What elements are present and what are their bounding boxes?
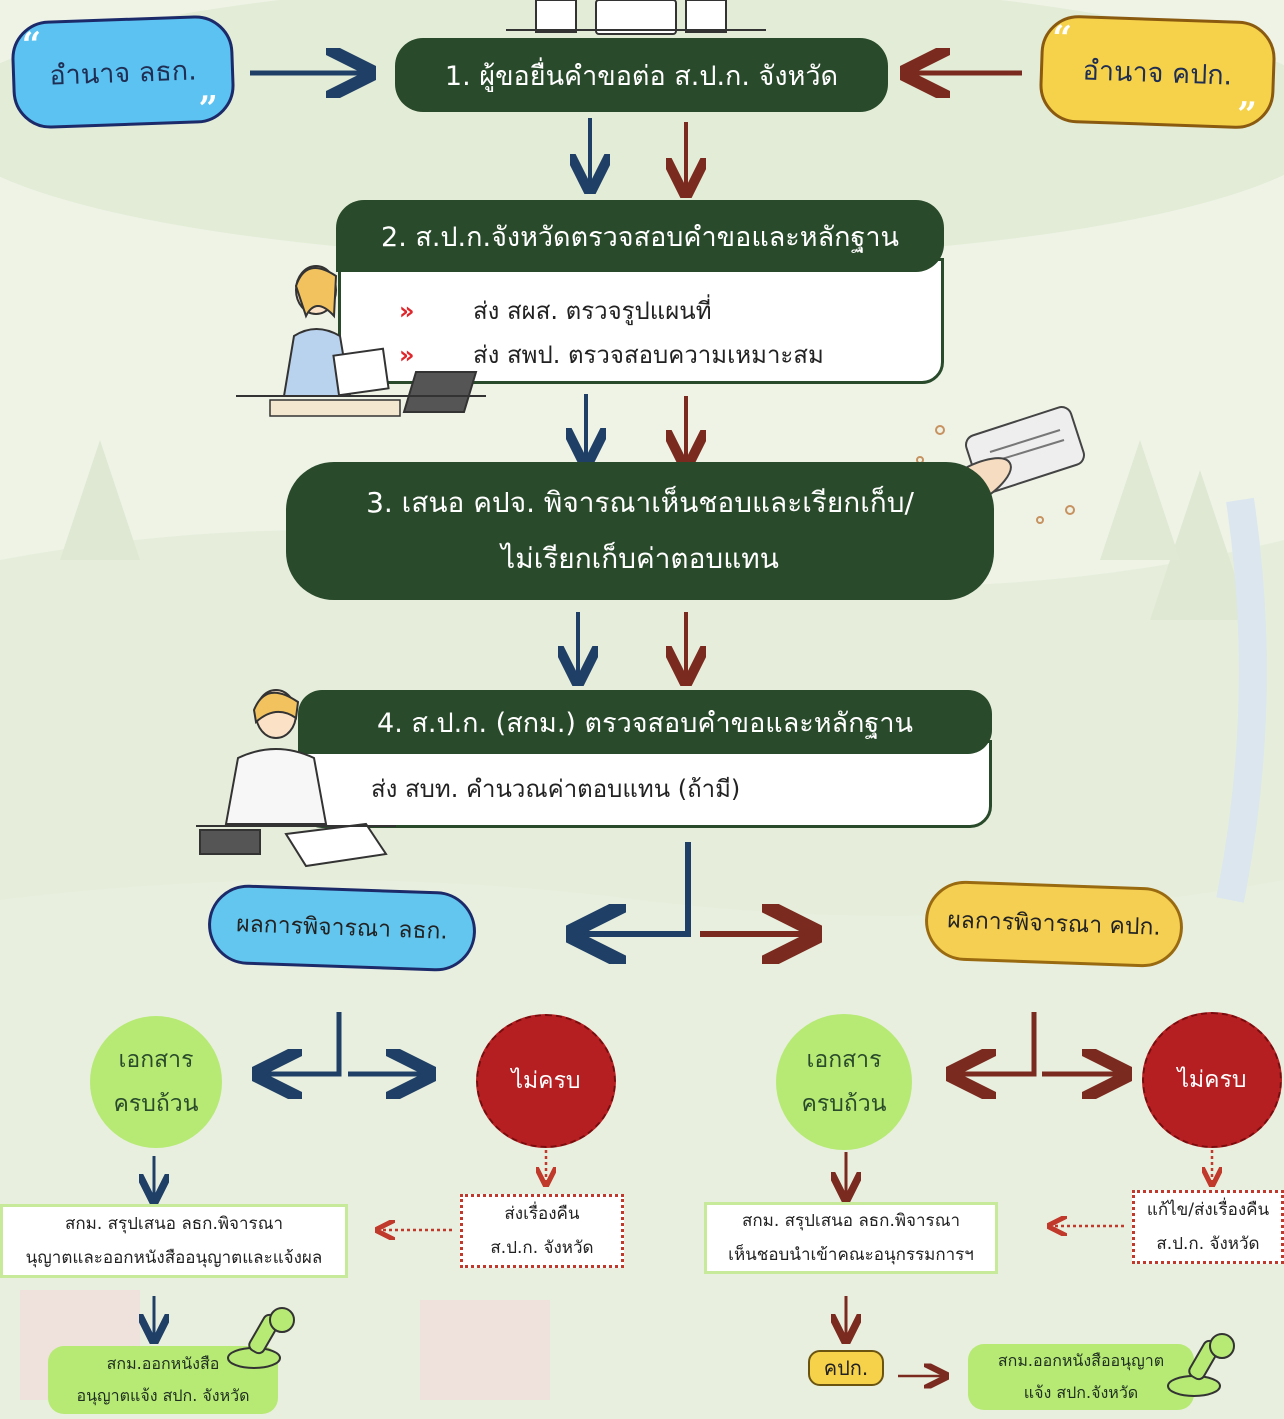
left-issue-line-2: อนุญาตแจ้ง สปก. จังหวัด [76, 1386, 250, 1405]
quote-icon: ” [1236, 94, 1258, 136]
right-summary-box: สกม. สรุปเสนอ ลธก.พิจารณา เห็นชอบนำเข้าค… [704, 1202, 998, 1274]
left-return-line-1: ส่งเรื่องคืน [504, 1204, 580, 1224]
quote-icon: “ [21, 24, 43, 66]
step-2-item-text: ส่ง สพป. ตรวจสอบความเหมาะสม [473, 341, 824, 369]
left-summary-line-2: นุญาตและออกหนังสืออนุญาตและแจ้งผล [25, 1248, 323, 1268]
left-incomplete-label: ไม่ครบ [511, 1068, 581, 1094]
left-return-line-2: ส.ป.ก. จังหวัด [490, 1238, 594, 1258]
right-summary-line-2: เห็นชอบนำเข้าคณะอนุกรรมการฯ [728, 1245, 974, 1265]
step-2-panel: » ส่ง สผส. ตรวจรูปแผนที่ » ส่ง สพป. ตรวจ… [338, 258, 944, 384]
right-incomplete-circle: ไม่ครบ [1142, 1012, 1282, 1148]
step-3-line-1: 3. เสนอ คปจ. พิจารณาเห็นชอบและเรียกเก็บ/ [366, 486, 914, 519]
step-2-header: 2. ส.ป.ก.จังหวัดตรวจสอบคำขอและหลักฐาน [336, 200, 944, 272]
result-kpk-badge: ผลการพิจารณา คปก. [923, 879, 1185, 969]
committee-kpk-label: คปก. [823, 1356, 869, 1380]
authority-badge-kpk: “ อำนาจ คปก. ” [1038, 13, 1277, 136]
result-ldk-badge: ผลการพิจารณา ลธก. [206, 883, 478, 973]
step-2-label: 2. ส.ป.ก.จังหวัดตรวจสอบคำขอและหลักฐาน [381, 221, 899, 253]
step-4-item-text: ส่ง สบท. คำนวณค่าตอบแทน (ถ้ามี) [371, 775, 741, 803]
step-4-panel: ส่ง สบท. คำนวณค่าตอบแทน (ถ้ามี) [300, 740, 992, 828]
laptop-illustration [506, 0, 766, 35]
left-complete-circle: เอกสาร ครบถ้วน [90, 1016, 222, 1148]
woman-at-laptop-illustration [236, 265, 486, 417]
result-ldk-label: ผลการพิจารณา ลธก. [235, 911, 449, 945]
committee-kpk-badge: คปก. [808, 1350, 884, 1386]
right-complete-circle: เอกสาร ครบถ้วน [776, 1014, 912, 1150]
quote-icon: “ [1051, 18, 1073, 59]
stamp-icon [227, 1307, 295, 1369]
chevron-double-right-icon: » [399, 340, 415, 369]
chevron-double-right-icon: » [399, 296, 415, 325]
step-3-line-2: ไม่เรียกเก็บค่าตอบแทน [501, 542, 779, 575]
left-return-box: ส่งเรื่องคืน ส.ป.ก. จังหวัด [460, 1194, 624, 1268]
authority-left-label: อำนาจ ลธก. [48, 54, 198, 92]
right-complete-line-2: ครบถ้วน [801, 1091, 887, 1117]
right-return-line-1: แก้ไข/ส่งเรื่องคืน [1146, 1200, 1270, 1220]
right-return-box: แก้ไข/ส่งเรื่องคืน ส.ป.ก. จังหวัด [1132, 1190, 1284, 1264]
step-2-item: » ส่ง สผส. ตรวจรูปแผนที่ [399, 291, 712, 330]
stamp-icon [1167, 1333, 1235, 1397]
left-issue-line-1: สกม.ออกหนังสือ [106, 1354, 220, 1373]
authority-right-label: อำนาจ คปก. [1082, 54, 1233, 92]
right-issue-box: สกม.ออกหนังสืออนุญาต แจ้ง สปก.จังหวัด [968, 1344, 1194, 1410]
step-2-item-text: ส่ง สผส. ตรวจรูปแผนที่ [473, 297, 712, 325]
step-3-box: 3. เสนอ คปจ. พิจารณาเห็นชอบและเรียกเก็บ/… [286, 462, 994, 600]
step-4-item: ส่ง สบท. คำนวณค่าตอบแทน (ถ้ามี) [371, 769, 740, 808]
authority-badge-ldk: “ อำนาจ ลธก. ” [10, 14, 236, 130]
right-return-line-2: ส.ป.ก. จังหวัด [1156, 1234, 1260, 1254]
right-issue-line-1: สกม.ออกหนังสืออนุญาต [997, 1351, 1165, 1370]
step-1-box: 1. ผู้ขอยื่นคำขอต่อ ส.ป.ก. จังหวัด [395, 38, 888, 112]
right-summary-line-1: สกม. สรุปเสนอ ลธก.พิจารณา [741, 1211, 961, 1231]
right-issue-line-2: แจ้ง สปก.จังหวัด [1023, 1383, 1139, 1402]
man-at-desk-illustration [196, 689, 396, 868]
step-2-item: » ส่ง สพป. ตรวจสอบความเหมาะสม [399, 335, 824, 374]
left-summary-line-1: สกม. สรุปเสนอ ลธก.พิจารณา [64, 1214, 284, 1234]
left-complete-line-2: ครบถ้วน [113, 1091, 199, 1117]
right-incomplete-label: ไม่ครบ [1177, 1067, 1247, 1093]
left-complete-line-1: เอกสาร [118, 1047, 194, 1073]
left-summary-box: สกม. สรุปเสนอ ลธก.พิจารณา นุญาตและออกหนั… [0, 1204, 348, 1278]
step-1-label: 1. ผู้ขอยื่นคำขอต่อ ส.ป.ก. จังหวัด [444, 60, 839, 92]
result-kpk-label: ผลการพิจารณา คปก. [946, 907, 1162, 941]
step-4-header: 4. ส.ป.ก. (สกม.) ตรวจสอบคำขอและหลักฐาน [298, 690, 992, 754]
step-4-label: 4. ส.ป.ก. (สกม.) ตรวจสอบคำขอและหลักฐาน [377, 707, 913, 739]
left-incomplete-circle: ไม่ครบ [476, 1014, 616, 1148]
right-complete-line-1: เอกสาร [806, 1047, 882, 1073]
quote-icon: ” [198, 88, 220, 130]
